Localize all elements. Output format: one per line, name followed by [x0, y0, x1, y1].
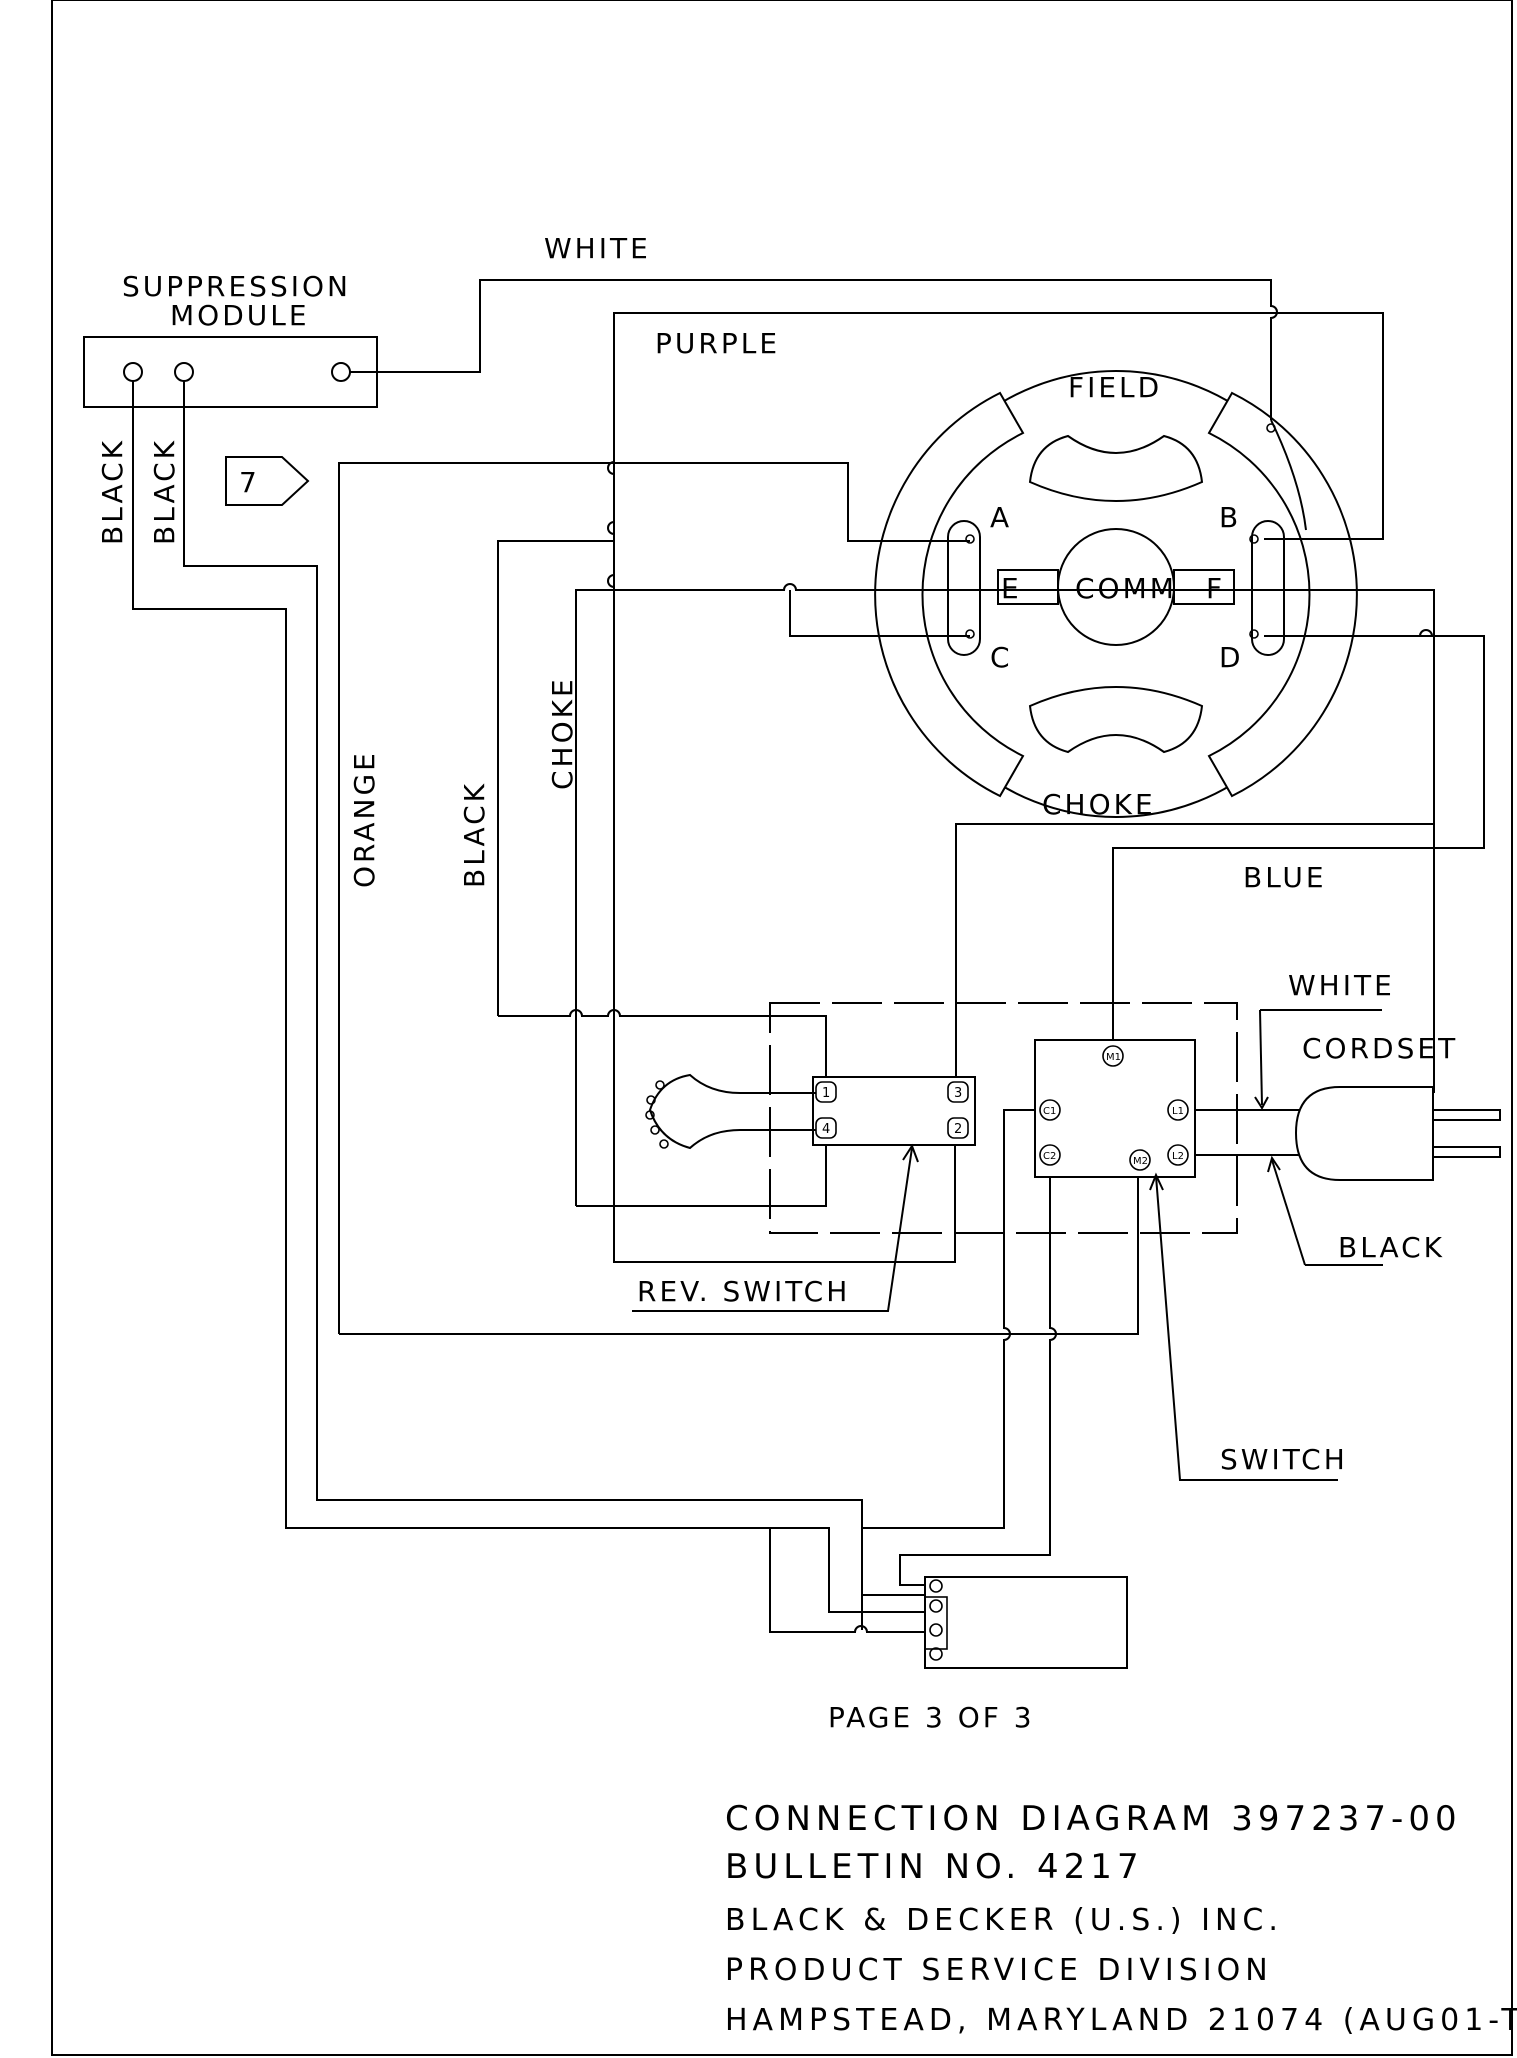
term-a-label: A	[990, 501, 1012, 534]
rev-t4: 4	[822, 1122, 830, 1137]
label-black-left-2: BLACK	[148, 438, 181, 545]
field-label: FIELD	[1068, 371, 1162, 404]
page-number: PAGE 3 OF 3	[828, 1701, 1035, 1734]
switch-housing-outline	[769, 1002, 1238, 1234]
label-white-cord: WHITE	[1288, 969, 1395, 1002]
term-b-label: B	[1219, 501, 1241, 534]
term-e-label: E	[1001, 572, 1022, 605]
cordset-plug	[1254, 1009, 1501, 1266]
label-choke-horizontal: CHOKE	[1042, 788, 1156, 821]
reverse-switch: 1 4 3 2	[645, 1073, 976, 1150]
sw-l2: L2	[1172, 1151, 1184, 1162]
term-d-label: D	[1219, 641, 1244, 674]
motor-field-assembly: COMM E F A B C D FIELD	[874, 370, 1358, 818]
term-c-label: C	[990, 641, 1013, 674]
label-cordset: CORDSET	[1302, 1032, 1458, 1065]
label-black-mid: BLACK	[458, 781, 491, 888]
rev-t3: 3	[954, 1086, 962, 1101]
company-name: BLACK & DECKER (U.S.) INC.	[725, 1903, 1283, 1938]
callout-7-number: 7	[239, 466, 260, 499]
sw-c2: C2	[1043, 1151, 1056, 1162]
label-black-left-1: BLACK	[96, 438, 129, 545]
page-border	[51, 0, 1513, 2056]
sw-m2: M2	[1133, 1156, 1148, 1167]
sw-c1: C1	[1043, 1106, 1056, 1117]
label-black-cord: BLACK	[1338, 1231, 1445, 1264]
bulletin-number: BULLETIN NO. 4217	[725, 1847, 1144, 1887]
sw-m1: M1	[1106, 1052, 1121, 1063]
diagram-title: CONNECTION DIAGRAM 397237-00	[725, 1799, 1462, 1839]
label-purple: PURPLE	[655, 327, 780, 360]
division-name: PRODUCT SERVICE DIVISION	[725, 1953, 1273, 1988]
suppression-module: SUPPRESSION MODULE	[83, 270, 378, 408]
rev-t1: 1	[822, 1086, 830, 1101]
terminal-block	[924, 1576, 1128, 1669]
location: HAMPSTEAD, MARYLAND 21074 (AUG01-TS)	[725, 2003, 1517, 2038]
label-white-top: WHITE	[544, 232, 651, 265]
sw-l1: L1	[1172, 1106, 1184, 1117]
rev-t2: 2	[954, 1122, 962, 1137]
label-blue: BLUE	[1243, 861, 1327, 894]
leaders	[632, 1143, 1338, 1481]
comm-label: COMM	[1075, 572, 1177, 605]
label-orange: ORANGE	[348, 750, 381, 888]
suppression-label-1: SUPPRESSION	[122, 270, 351, 303]
wiring	[132, 279, 1485, 1633]
suppression-label-2: MODULE	[170, 299, 310, 332]
label-choke-vertical: CHOKE	[546, 676, 579, 790]
label-switch: SWITCH	[1220, 1443, 1348, 1476]
label-rev-switch: REV. SWITCH	[637, 1275, 850, 1308]
main-switch: M1 C1 C2 M2 L1 L2	[1034, 1039, 1196, 1178]
term-f-label: F	[1206, 572, 1225, 605]
callout-7-marker: 7	[225, 456, 310, 506]
